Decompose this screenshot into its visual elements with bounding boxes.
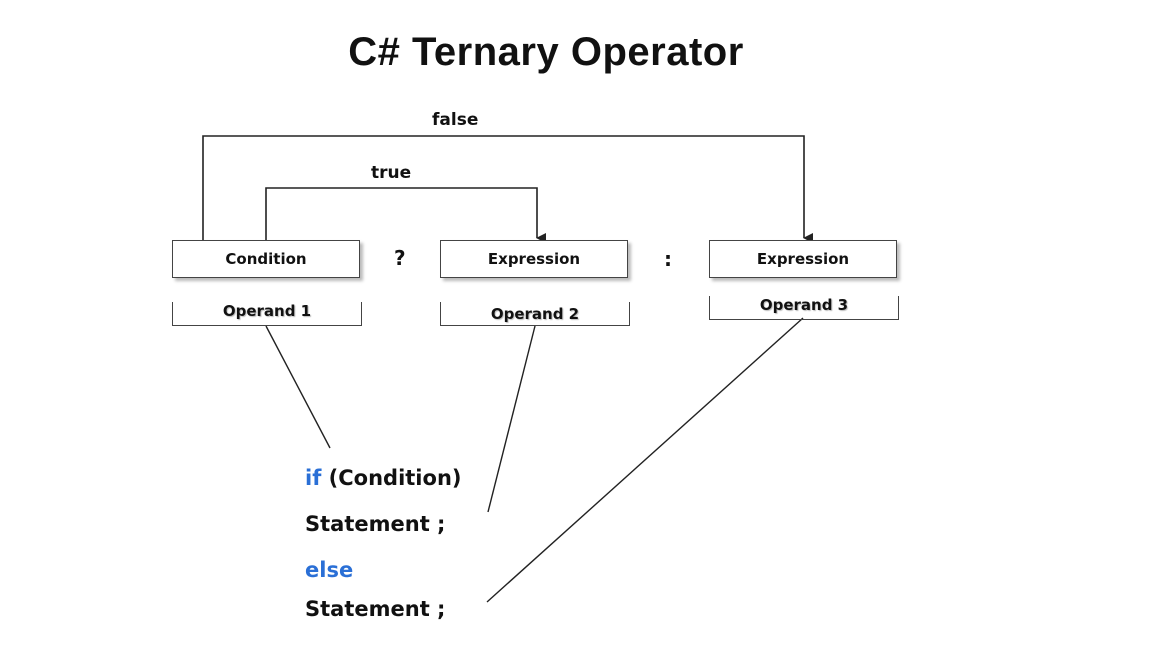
expression-box-true: Expression <box>440 240 628 278</box>
else-keyword: else <box>305 558 354 582</box>
question-mark-symbol: ? <box>394 246 406 270</box>
code-line-if: if (Condition) <box>305 466 462 490</box>
operand-3-bracket: Operand 3 <box>709 296 899 320</box>
code-line-statement-2: Statement ; <box>305 597 446 621</box>
false-path-line <box>202 135 813 243</box>
false-label: false <box>432 110 479 130</box>
operand2-leader-line <box>487 325 536 513</box>
condition-text: (Condition) <box>328 466 462 490</box>
colon-symbol: : <box>664 247 672 271</box>
code-line-else: else <box>305 558 353 582</box>
page-title: C# Ternary Operator <box>348 30 744 74</box>
true-label: true <box>371 163 412 183</box>
operand-2-bracket: Operand 2 <box>440 302 630 326</box>
operand1-leader-line <box>265 325 331 449</box>
if-keyword: if <box>305 466 322 490</box>
code-line-statement-1: Statement ; <box>305 512 446 536</box>
condition-box: Condition <box>172 240 360 278</box>
operand-1-bracket: Operand 1 <box>172 302 362 326</box>
expression-box-false: Expression <box>709 240 897 278</box>
operand3-leader-line <box>486 317 804 603</box>
true-path-line <box>265 187 546 243</box>
